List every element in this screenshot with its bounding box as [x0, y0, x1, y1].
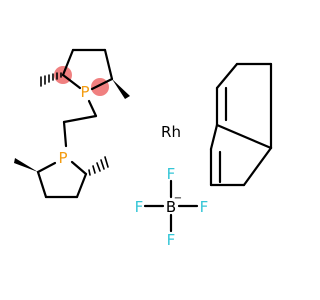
fluorine-left-label: F	[135, 198, 144, 216]
structure-svg: P P Rh	[14, 48, 273, 249]
bond	[75, 172, 88, 199]
bond	[103, 48, 114, 81]
bond	[61, 48, 75, 77]
fluorine-right-label: F	[200, 198, 209, 216]
fluorine-top-label: F	[167, 165, 176, 183]
bond	[90, 77, 114, 91]
wedge-methyl-bottom-left	[14, 158, 38, 172]
bottom-phospholane-ring	[14, 156, 109, 199]
cyclooctadiene-ring	[209, 62, 273, 187]
boron-charge-label: −	[174, 193, 182, 204]
ethylene-bridge	[62, 99, 98, 148]
bond	[62, 120, 68, 148]
hashed-methyl-left	[40, 72, 62, 87]
tetrafluoroborate-anion: F F B − F F	[135, 165, 209, 249]
bond	[61, 73, 82, 90]
bond	[62, 114, 98, 124]
top-phospholane-ring	[40, 48, 130, 99]
bond	[215, 123, 273, 150]
rhodium-label: Rh	[161, 123, 181, 141]
bond	[242, 146, 273, 187]
bond	[70, 160, 88, 176]
wedge-methyl-right	[112, 79, 130, 99]
phosphorus-top-label: P	[80, 83, 89, 101]
bond	[215, 62, 239, 90]
bond	[209, 123, 219, 151]
boron-label: B	[166, 198, 176, 216]
molecule-structure: P P Rh	[14, 48, 273, 249]
phosphorus-bottom-label: P	[58, 149, 67, 167]
bond	[36, 161, 57, 174]
bond	[87, 99, 98, 118]
hashed-methyl-bottom-right	[88, 156, 109, 176]
fluorine-bottom-label: F	[167, 231, 176, 249]
bond	[36, 170, 48, 199]
